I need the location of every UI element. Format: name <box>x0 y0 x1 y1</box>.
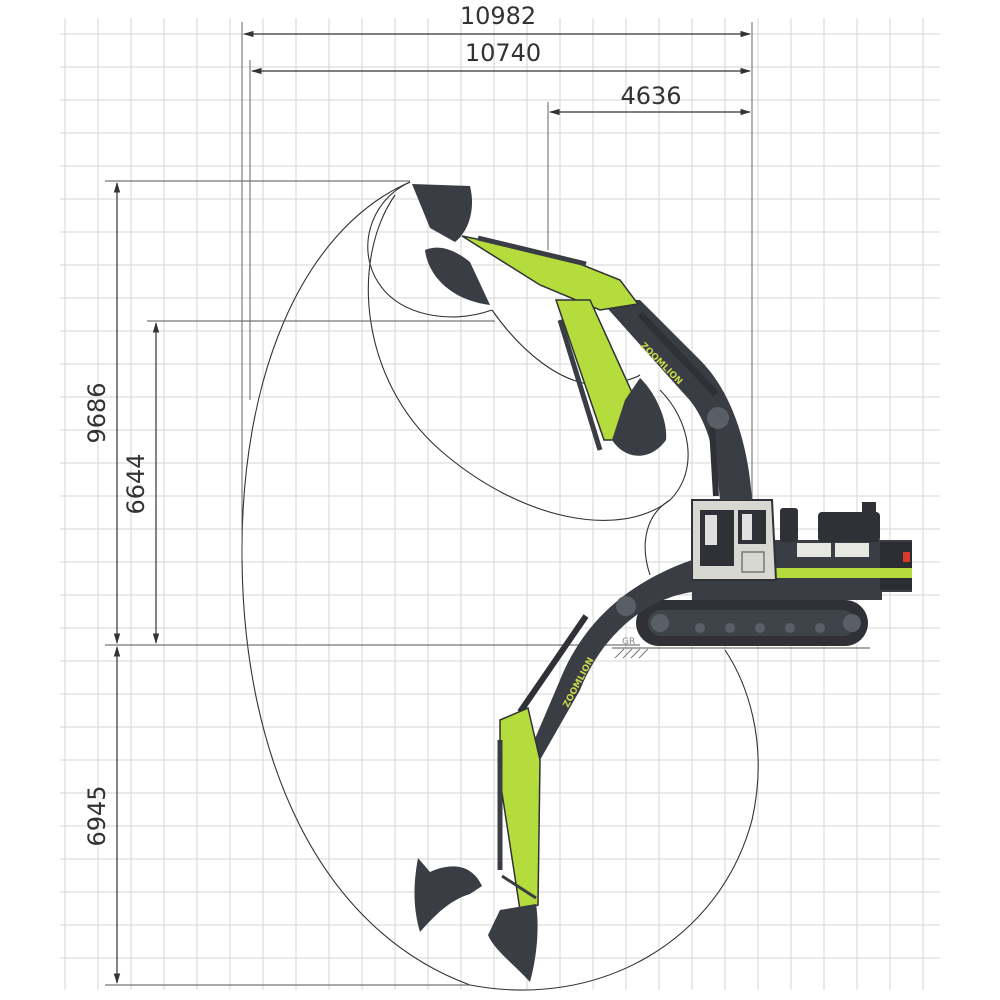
bucket-upper-low <box>612 378 667 456</box>
excavator-machine <box>636 499 912 646</box>
lower-boom-assembly: ZOOMLION <box>414 560 692 982</box>
lower-boom <box>528 560 692 760</box>
label-max-cutting-height: 9686 <box>83 382 111 443</box>
label-max-digging-depth: 6945 <box>83 785 111 846</box>
ground-line: GR <box>612 637 870 659</box>
upper-inner-envelope-1 <box>367 181 493 318</box>
background-grid <box>60 18 940 990</box>
dimension-labels: 10982 10740 4636 9686 6644 6945 <box>83 2 682 847</box>
ground-label: GR <box>622 637 635 647</box>
label-max-dumping-height: 6644 <box>122 453 150 514</box>
outer-reach-envelope <box>241 181 759 991</box>
engine-hood <box>818 512 880 542</box>
upper-boom-assembly: ZOOMLION <box>412 184 752 500</box>
dimension-lines <box>105 22 753 986</box>
bucket-top <box>412 184 473 242</box>
bucket-dig-bottom <box>488 904 538 982</box>
label-max-digging-reach: 10982 <box>460 2 536 30</box>
bucket-side <box>414 858 482 932</box>
label-max-reach-ground: 10740 <box>465 39 541 67</box>
bucket-upper-mid <box>425 247 490 305</box>
upper-arm <box>461 235 640 311</box>
lower-side-envelope <box>644 499 671 576</box>
upper-inner-envelope-2 <box>367 194 689 521</box>
label-min-swing-radius: 4636 <box>620 82 681 110</box>
